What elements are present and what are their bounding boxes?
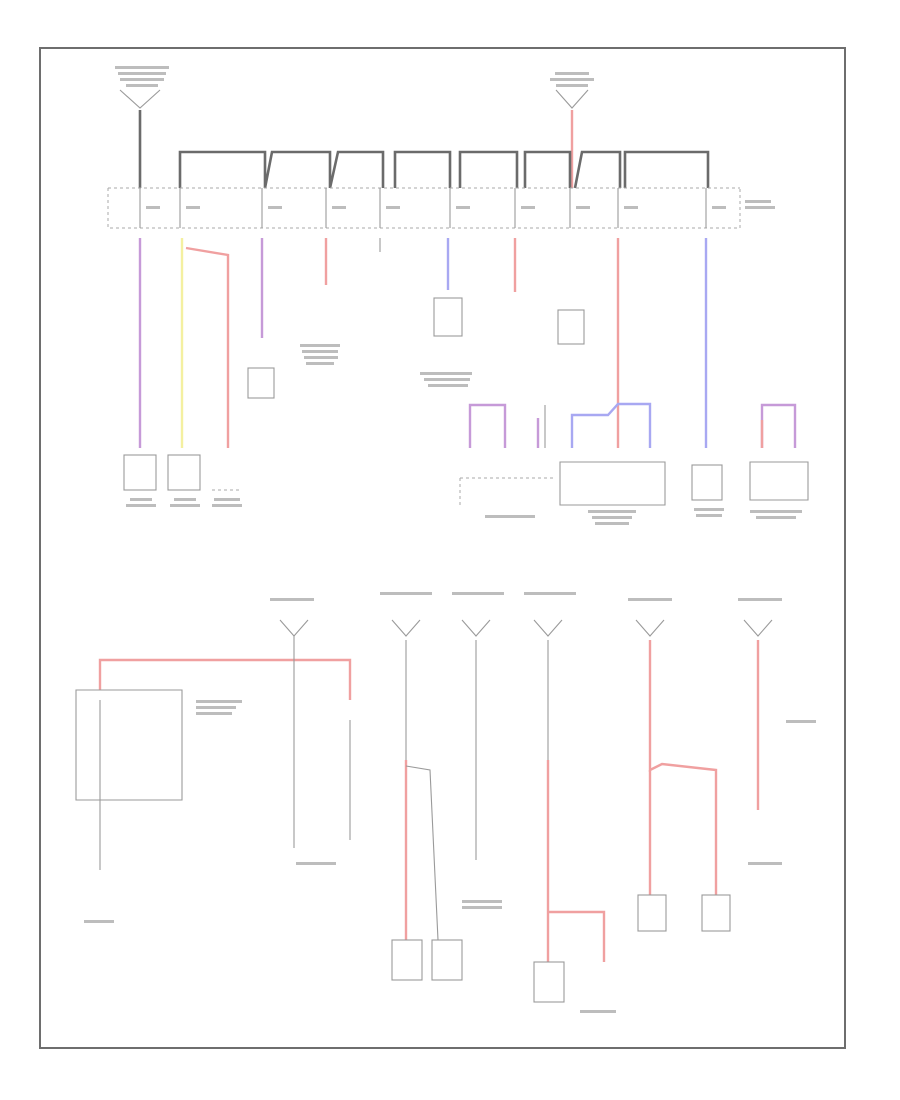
- component-box-5: [391, 939, 423, 981]
- instrument-cluster-wires: [468, 403, 507, 448]
- component-box-2: [433, 297, 463, 337]
- fuse-row: [139, 188, 726, 228]
- wire-red-1: [185, 246, 230, 448]
- component-box-8: [637, 894, 667, 932]
- wire-purple-3: [760, 403, 797, 448]
- bottom-power-distribution: [75, 592, 816, 1013]
- component-box-6: [431, 939, 463, 981]
- wire-red-8: [648, 640, 718, 895]
- component-box-4: [691, 464, 723, 501]
- component-box-3: [557, 309, 585, 345]
- component-box-7: [533, 961, 565, 1003]
- diagram-frame: [39, 47, 846, 1049]
- info-display-wires: [570, 402, 652, 448]
- fuse-block-outline: [107, 187, 741, 229]
- top-power-distribution: [107, 66, 809, 525]
- component-box-1: [247, 367, 275, 399]
- fuse-bus: [178, 150, 710, 189]
- component-box-9: [701, 894, 731, 932]
- relay-box-outline: [75, 689, 183, 801]
- wire-red-5: [98, 658, 352, 700]
- bottom-power-sources: [270, 592, 782, 637]
- power-source-right: [550, 72, 594, 109]
- power-source-left: [115, 66, 169, 109]
